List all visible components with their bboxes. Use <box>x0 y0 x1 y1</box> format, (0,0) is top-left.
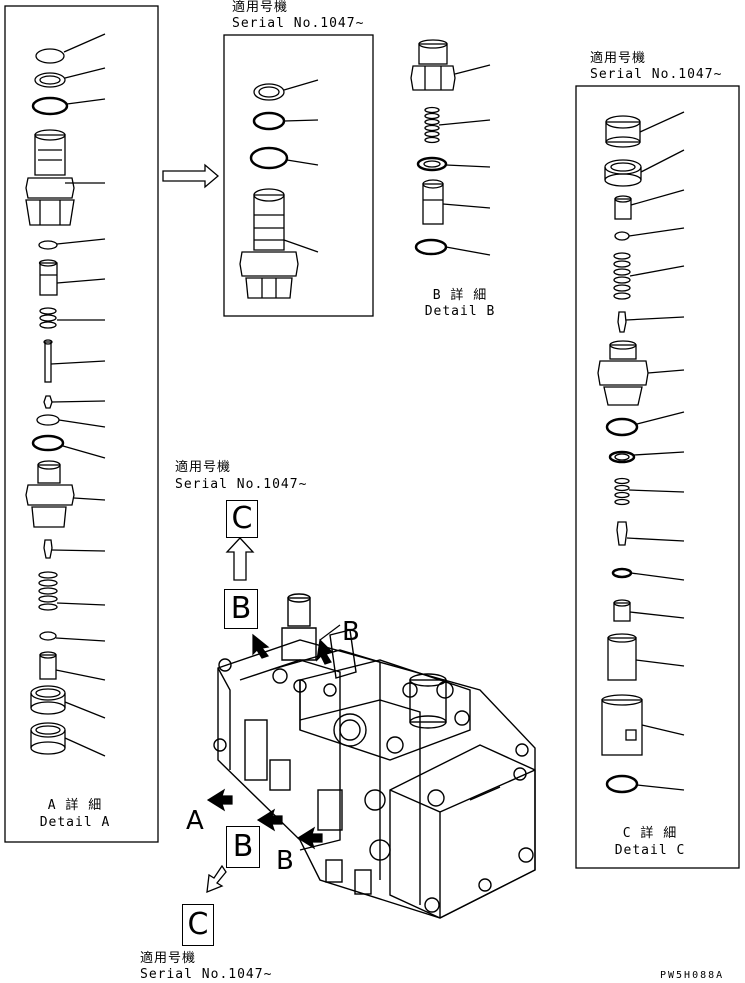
detail-a-frame <box>4 5 159 843</box>
down-arrow <box>206 864 227 894</box>
view-label-b-lower: B <box>226 826 260 868</box>
serial-box-frame <box>223 34 374 317</box>
callout-b-top: B <box>342 617 360 647</box>
callout-arrows <box>206 624 341 850</box>
detail-c-title-en: Detail C <box>614 843 686 858</box>
detail-arrow <box>162 163 220 189</box>
detail-a-leaders <box>50 33 106 757</box>
detail-b-leaders <box>438 64 491 256</box>
serial-label-top: Serial No.1047~ <box>232 16 365 31</box>
detail-a-parts <box>25 48 75 755</box>
detail-b-parts <box>410 39 456 256</box>
valve-assembly <box>213 593 536 919</box>
detail-a-title-en: Detail A <box>39 815 111 830</box>
detail-c-frame <box>575 85 740 869</box>
callout-b-lower: B <box>276 846 294 876</box>
applicability-label-middle: 適用号機 <box>175 460 232 475</box>
view-label-c-lower: C <box>182 904 214 946</box>
applicability-label-top: 適用号機 <box>232 0 289 15</box>
serial-box-parts <box>239 83 299 299</box>
view-label-c-upper: C <box>226 500 258 538</box>
detail-a-title-jp: A 詳 細 <box>47 798 103 813</box>
serial-label-right: Serial No.1047~ <box>590 67 723 82</box>
up-arrow <box>225 537 255 581</box>
detail-c-title-jp: C 詳 細 <box>622 826 678 841</box>
callout-a: A <box>186 806 204 836</box>
applicability-label-bottom: 適用号機 <box>140 951 197 966</box>
view-label-b-upper: B <box>224 589 258 629</box>
applicability-label-right: 適用号機 <box>590 51 647 66</box>
serial-box-leaders <box>283 79 319 253</box>
detail-c-leaders <box>625 111 685 791</box>
detail-b-title-en: Detail B <box>424 304 496 319</box>
serial-label-bottom: Serial No.1047~ <box>140 967 273 982</box>
detail-b-title-jp: B 詳 細 <box>432 288 488 303</box>
serial-label-middle: Serial No.1047~ <box>175 477 308 492</box>
drawing-code: PW5H088A <box>660 970 725 981</box>
